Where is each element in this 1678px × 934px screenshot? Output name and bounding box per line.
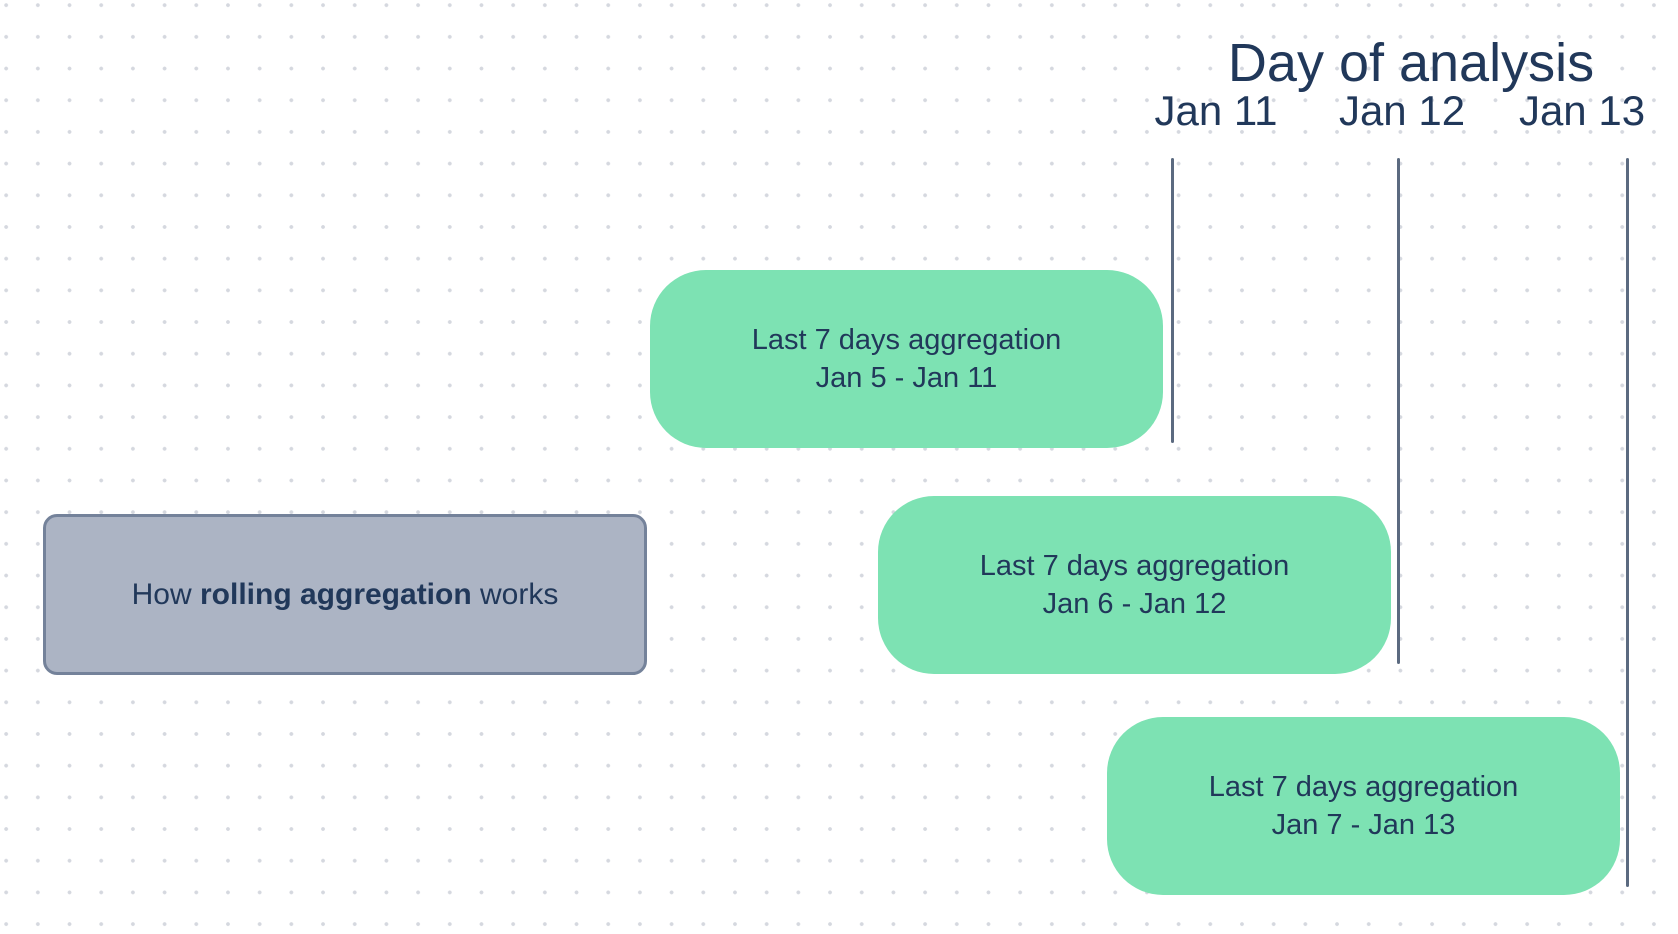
legend-text-bold: rolling aggregation xyxy=(200,577,472,611)
legend-box: How rolling aggregation works xyxy=(43,514,647,675)
aggregation-window-jan6-jan12: Last 7 days aggregation Jan 6 - Jan 12 xyxy=(878,496,1391,674)
diagram-title: Day of analysis xyxy=(1227,33,1595,93)
day-marker-line-jan-12 xyxy=(1397,158,1400,664)
legend-text-prefix: How xyxy=(131,577,200,611)
date-label-jan-11: Jan 11 xyxy=(1154,87,1278,134)
day-marker-line-jan-13 xyxy=(1626,158,1629,887)
aggregation-window-range: Jan 6 - Jan 12 xyxy=(1042,588,1227,620)
date-label-jan-12: Jan 12 xyxy=(1338,87,1466,134)
date-label-jan-13: Jan 13 xyxy=(1518,87,1646,134)
aggregation-window-range: Jan 7 - Jan 13 xyxy=(1271,809,1456,841)
aggregation-window-label: Last 7 days aggregation xyxy=(1208,771,1519,803)
legend-text-suffix: works xyxy=(471,577,559,611)
aggregation-window-range: Jan 5 - Jan 11 xyxy=(815,362,998,394)
day-marker-line-jan-11 xyxy=(1171,158,1174,443)
aggregation-window-jan5-jan11: Last 7 days aggregation Jan 5 - Jan 11 xyxy=(650,270,1163,448)
aggregation-window-label: Last 7 days aggregation xyxy=(751,324,1062,356)
aggregation-window-label: Last 7 days aggregation xyxy=(979,550,1290,582)
aggregation-window-jan7-jan13: Last 7 days aggregation Jan 7 - Jan 13 xyxy=(1107,717,1620,895)
